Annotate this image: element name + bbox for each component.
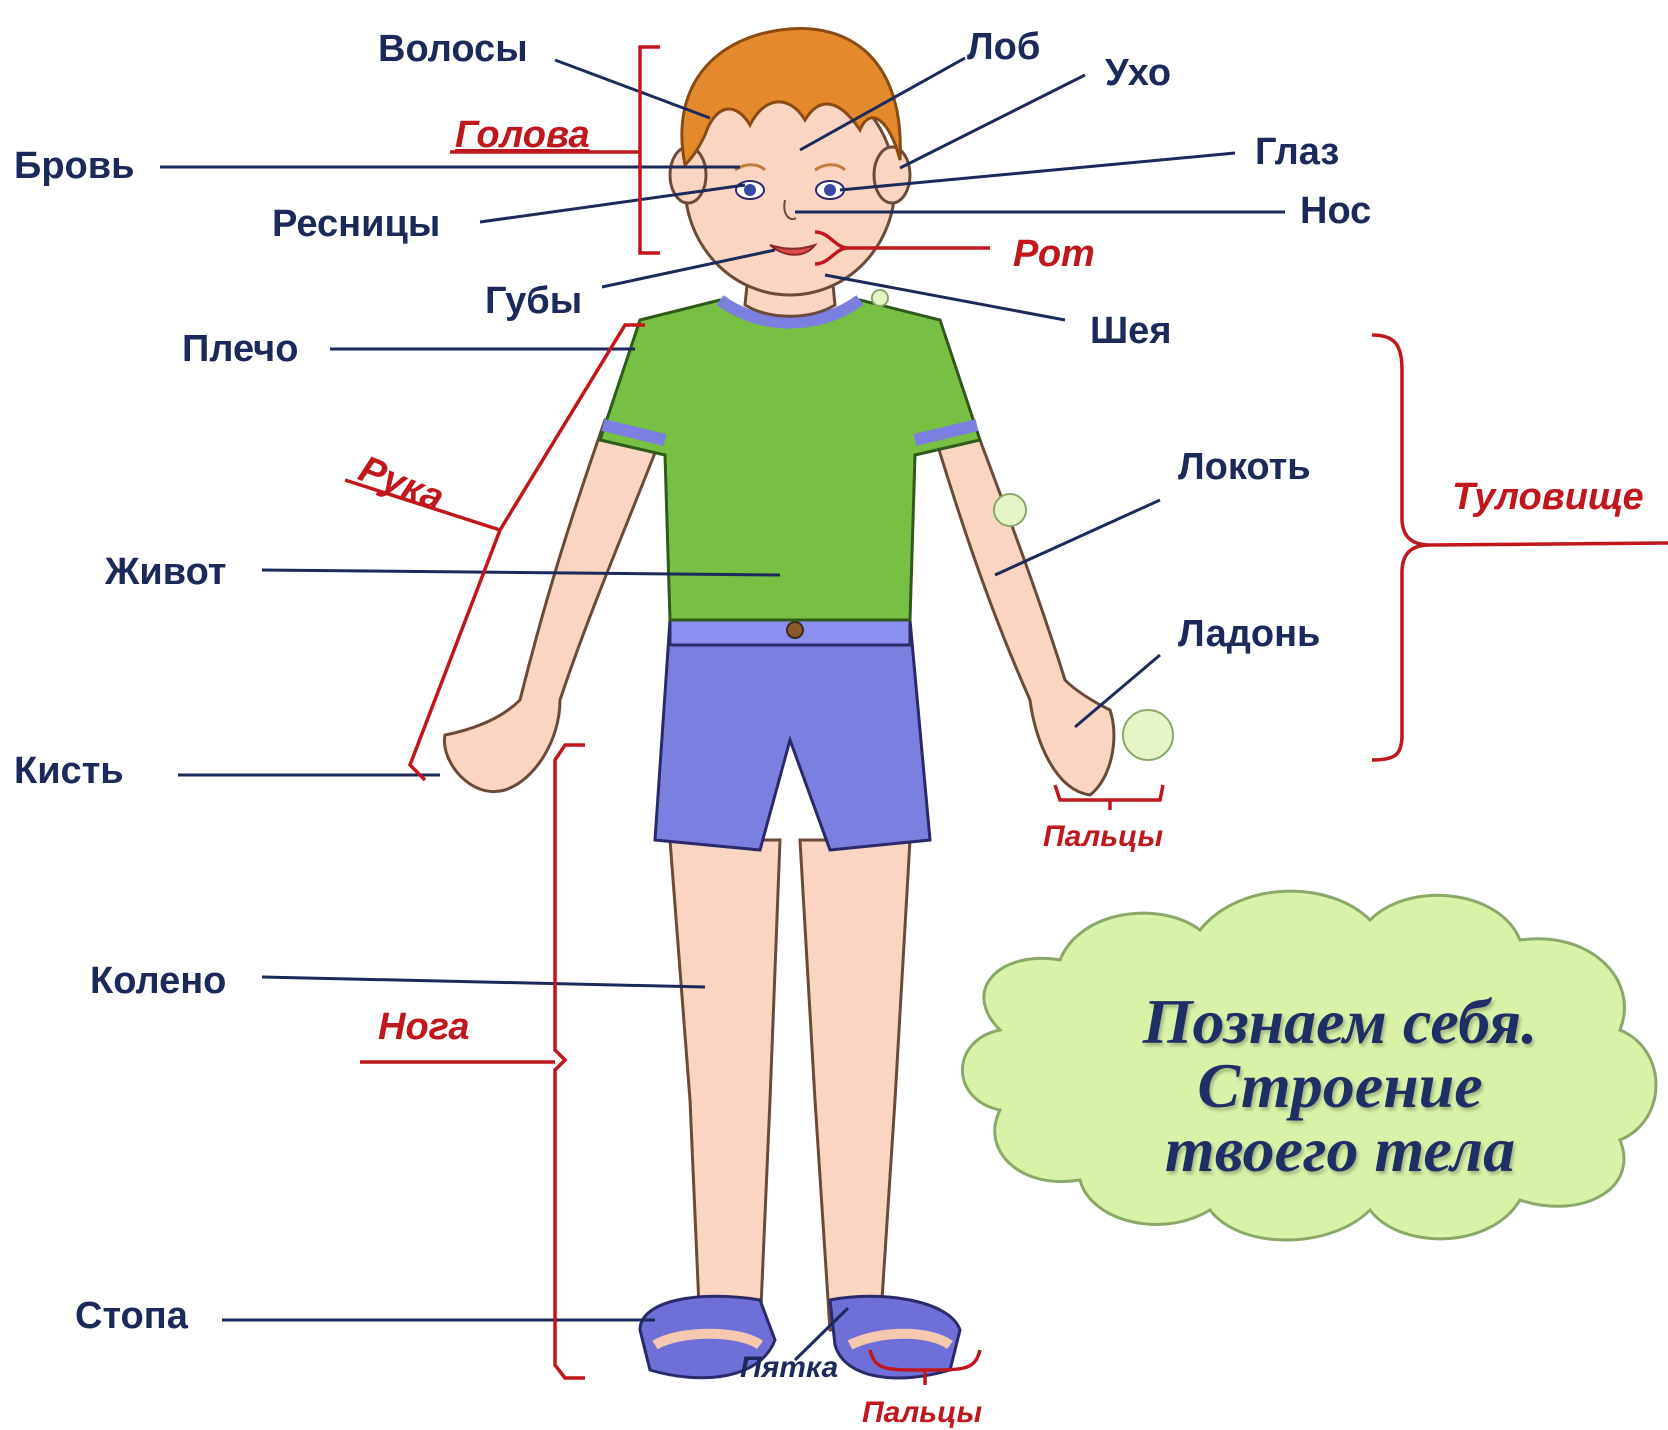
group-toes: Пальцы <box>862 1398 982 1428</box>
label-nose: Нос <box>1300 192 1371 230</box>
title-line-1: Познаем себя. <box>1040 990 1640 1054</box>
group-torso: Туловище <box>1452 478 1644 516</box>
leader-knee <box>262 977 705 987</box>
label-belly: Живот <box>105 553 226 591</box>
leg-bracket <box>360 745 585 1378</box>
label-forehead: Лоб <box>967 28 1040 66</box>
label-lips: Губы <box>485 282 582 320</box>
leader-ear <box>900 75 1085 168</box>
label-hair: Волосы <box>378 30 528 68</box>
title-line-3: твоего тела <box>1040 1118 1640 1182</box>
label-foot: Стопа <box>75 1297 188 1335</box>
label-heel: Пятка <box>740 1353 838 1383</box>
label-eyebrow: Бровь <box>14 147 134 185</box>
label-palm: Ладонь <box>1178 615 1320 653</box>
label-eyelashes: Ресницы <box>272 205 440 243</box>
label-knee: Колено <box>90 962 226 1000</box>
group-mouth: Рот <box>1013 235 1095 273</box>
label-hand: Кисть <box>14 752 124 790</box>
group-fingers-hand: Пальцы <box>1043 822 1163 852</box>
group-leg: Нога <box>378 1008 470 1046</box>
label-shoulder: Плечо <box>182 330 298 368</box>
torso-bracket <box>1372 335 1668 760</box>
label-eye: Глаз <box>1255 133 1339 171</box>
title-line-2: Строение <box>1040 1054 1640 1118</box>
leader-hair <box>555 60 710 118</box>
group-head: Голова <box>455 116 590 154</box>
label-ear: Ухо <box>1105 54 1171 92</box>
page-title: Познаем себя. Строение твоего тела <box>1040 990 1640 1182</box>
label-neck: Шея <box>1090 312 1172 350</box>
label-elbow: Локоть <box>1178 448 1311 486</box>
